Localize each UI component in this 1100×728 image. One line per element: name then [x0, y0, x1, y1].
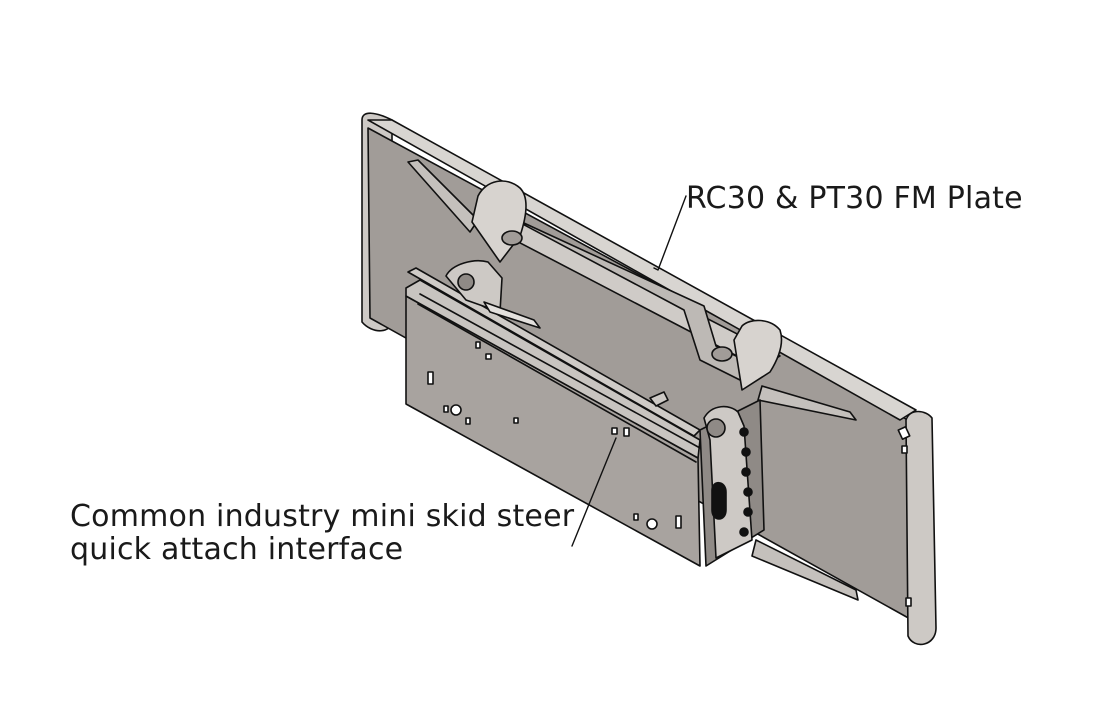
- flange-slot: [901, 445, 908, 454]
- face-hole: [450, 404, 462, 416]
- qa-top-lip: [405, 279, 701, 459]
- latch-hole: [739, 527, 749, 537]
- face-slot: [443, 405, 449, 413]
- face-slot: [465, 417, 471, 425]
- fm-plate-label: RC30 & PT30 FM Plate: [686, 181, 1023, 216]
- qa-inner-ledge: [419, 293, 701, 449]
- right-flange: [905, 410, 937, 646]
- face-hole: [646, 518, 658, 530]
- face-slot: [427, 371, 434, 385]
- latch-hole: [741, 447, 751, 457]
- leader-line-fm-plate: [653, 195, 687, 271]
- latch-column: [703, 405, 753, 559]
- gussets: [407, 159, 859, 601]
- flange-slot: [905, 597, 912, 607]
- left-bracket: [445, 260, 503, 313]
- face-slot: [623, 427, 630, 437]
- interface-label-line1: Common industry mini skid steer: [70, 499, 575, 534]
- lower-right-gusset: [751, 539, 859, 601]
- mount-hole: [711, 346, 733, 362]
- flange-slot: [897, 425, 911, 441]
- upper-right-gusset: [757, 385, 857, 421]
- latch-round: [706, 418, 726, 438]
- pin-rod: [483, 301, 541, 329]
- face-slot: [513, 417, 519, 424]
- face-slot: [633, 513, 639, 521]
- qa-inner-ledge-2: [417, 303, 697, 463]
- latch-hole: [743, 487, 753, 497]
- latch-slot: [711, 481, 727, 520]
- latch-hole: [741, 467, 751, 477]
- latch-hole: [743, 507, 753, 517]
- interface-label: Common industry mini skid steer quick at…: [70, 500, 574, 566]
- mount-hole: [501, 230, 523, 246]
- face-slot: [675, 515, 682, 529]
- bracket-hole: [457, 273, 475, 291]
- latch-hole: [739, 427, 749, 437]
- center-pin: [649, 391, 669, 407]
- face-slot: [475, 341, 481, 349]
- interface-label-line2: quick attach interface: [70, 532, 404, 567]
- right-mount-ear: [733, 319, 783, 391]
- leader-line-interface: [571, 437, 617, 547]
- quick-attach-frame: [405, 260, 765, 567]
- face-slot: [485, 353, 492, 360]
- face-slot: [611, 427, 618, 435]
- mount-ears: [471, 180, 783, 391]
